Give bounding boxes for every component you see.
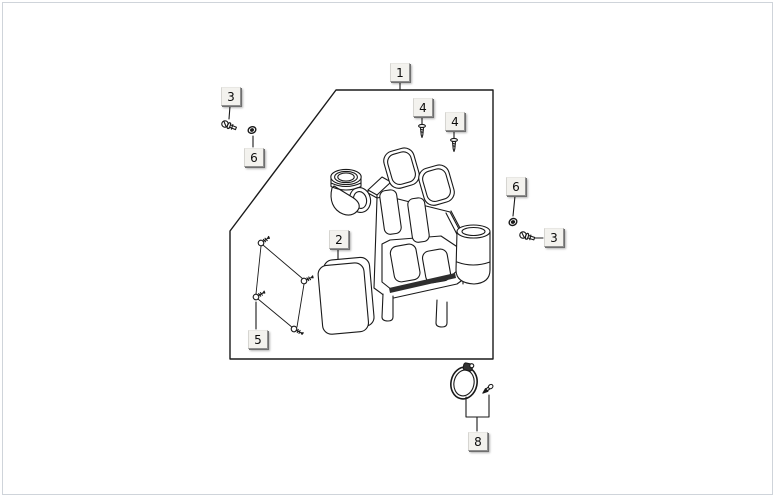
callout-5-label: 5 [254, 332, 262, 347]
screw-icon [221, 120, 237, 131]
air-filter-icon [317, 256, 375, 335]
callout-4-a-label: 4 [419, 100, 427, 115]
leader-lines [228, 82, 544, 432]
air-cleaner-assembly-drawing [367, 147, 491, 328]
screw-icon [450, 137, 458, 153]
callout-4-a[interactable]: 4 [413, 98, 433, 117]
screw-icon [300, 275, 314, 285]
callout-6-right[interactable]: 6 [506, 177, 526, 196]
screw-icon [257, 235, 270, 247]
hose-clamp-icon [450, 362, 494, 400]
callout-6-left-label: 6 [250, 150, 258, 165]
callout-8[interactable]: 8 [468, 432, 488, 451]
mounting-screw-set-drawing [252, 235, 314, 335]
callout-3-right-label: 3 [550, 230, 558, 245]
callout-2[interactable]: 2 [329, 230, 349, 249]
callout-4-b[interactable]: 4 [445, 112, 465, 131]
callout-6-left[interactable]: 6 [244, 148, 264, 167]
screw-icon [482, 383, 494, 394]
callout-3-right[interactable]: 3 [544, 228, 564, 247]
screw-icon [418, 123, 426, 139]
callout-5[interactable]: 5 [248, 330, 268, 349]
screw-icon [290, 325, 304, 335]
callout-3-left-label: 3 [227, 89, 235, 104]
grommet-icon [508, 217, 518, 227]
screw-icon [519, 231, 536, 241]
callout-1-label: 1 [396, 65, 404, 80]
boundary-box [229, 89, 494, 360]
callout-4-b-label: 4 [451, 114, 459, 129]
seal-strip [389, 273, 456, 293]
intake-duct-drawing [330, 168, 372, 216]
callout-2-label: 2 [335, 232, 343, 247]
callout-3-left[interactable]: 3 [221, 87, 241, 106]
screw-icon [252, 290, 266, 301]
callout-6-right-label: 6 [512, 179, 520, 194]
callout-8-label: 8 [474, 434, 482, 449]
callout-1[interactable]: 1 [390, 63, 410, 82]
grommet-icon [247, 125, 257, 135]
